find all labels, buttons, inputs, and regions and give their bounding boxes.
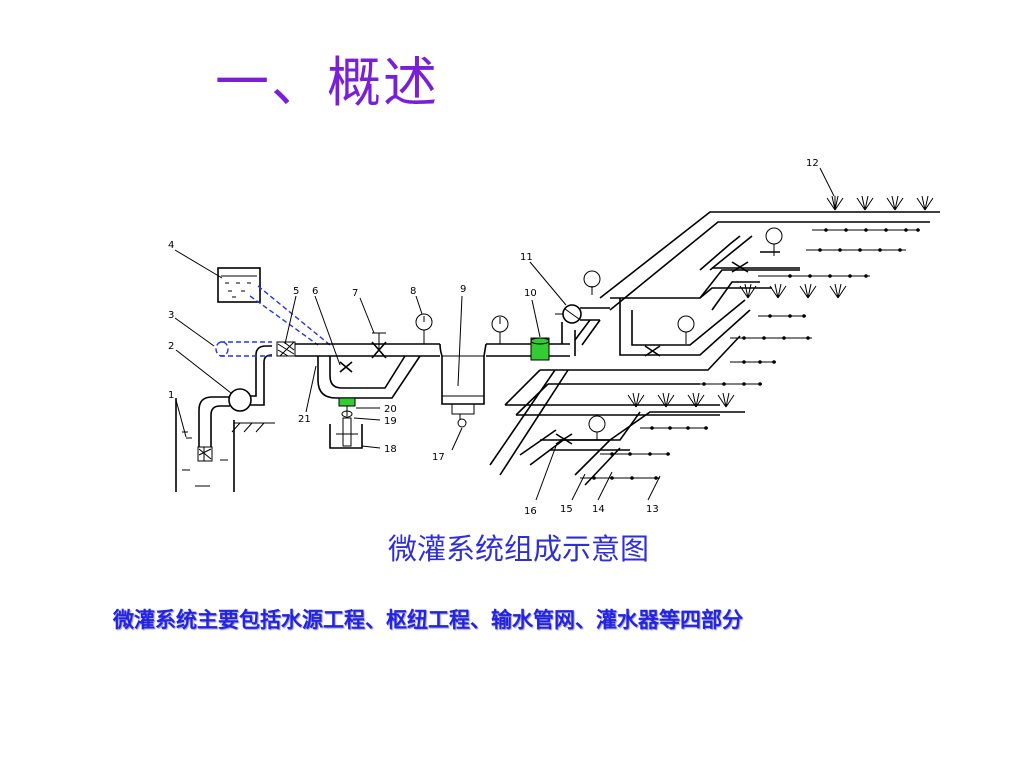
label-7: 7: [352, 288, 358, 299]
slide-title: 一、概述: [215, 51, 439, 114]
label-1: 1: [168, 390, 174, 401]
pump-symbol: [228, 388, 252, 412]
summary-text: 微灌系统主要包括水源工程、枢纽工程、输水管网、灌水器等四部分: [113, 608, 743, 632]
fertilizer-valve: [338, 397, 356, 407]
water-tank: [217, 267, 261, 303]
pressure-gauge-8: [415, 313, 433, 331]
label-8: 8: [410, 286, 416, 297]
label-15: 15: [560, 504, 573, 515]
label-20: 20: [384, 404, 397, 415]
label-2: 2: [168, 341, 174, 352]
figure-caption: 微灌系统组成示意图: [388, 532, 650, 566]
label-13: 13: [646, 504, 659, 515]
label-4: 4: [168, 240, 174, 251]
label-17: 17: [432, 452, 445, 463]
label-9: 9: [460, 284, 466, 295]
label-11: 11: [520, 252, 533, 263]
label-12: 12: [806, 158, 819, 169]
filter-tank: [441, 355, 485, 397]
water-source: [175, 398, 275, 492]
label-10: 10: [524, 288, 537, 299]
micro-sprinklers: [627, 195, 934, 408]
foot-valve-screen: [197, 446, 213, 462]
label-5: 5: [293, 286, 299, 297]
water-meter: [530, 337, 550, 361]
label-14: 14: [592, 504, 605, 515]
label-3: 3: [168, 310, 174, 321]
label-18: 18: [384, 444, 397, 455]
pipe-network: [489, 211, 940, 486]
drip-laterals: [580, 228, 920, 480]
label-16: 16: [524, 506, 537, 517]
label-21: 21: [298, 414, 311, 425]
fertilizer-injector: [276, 341, 296, 357]
label-19: 19: [384, 416, 397, 427]
label-6: 6: [312, 286, 318, 297]
